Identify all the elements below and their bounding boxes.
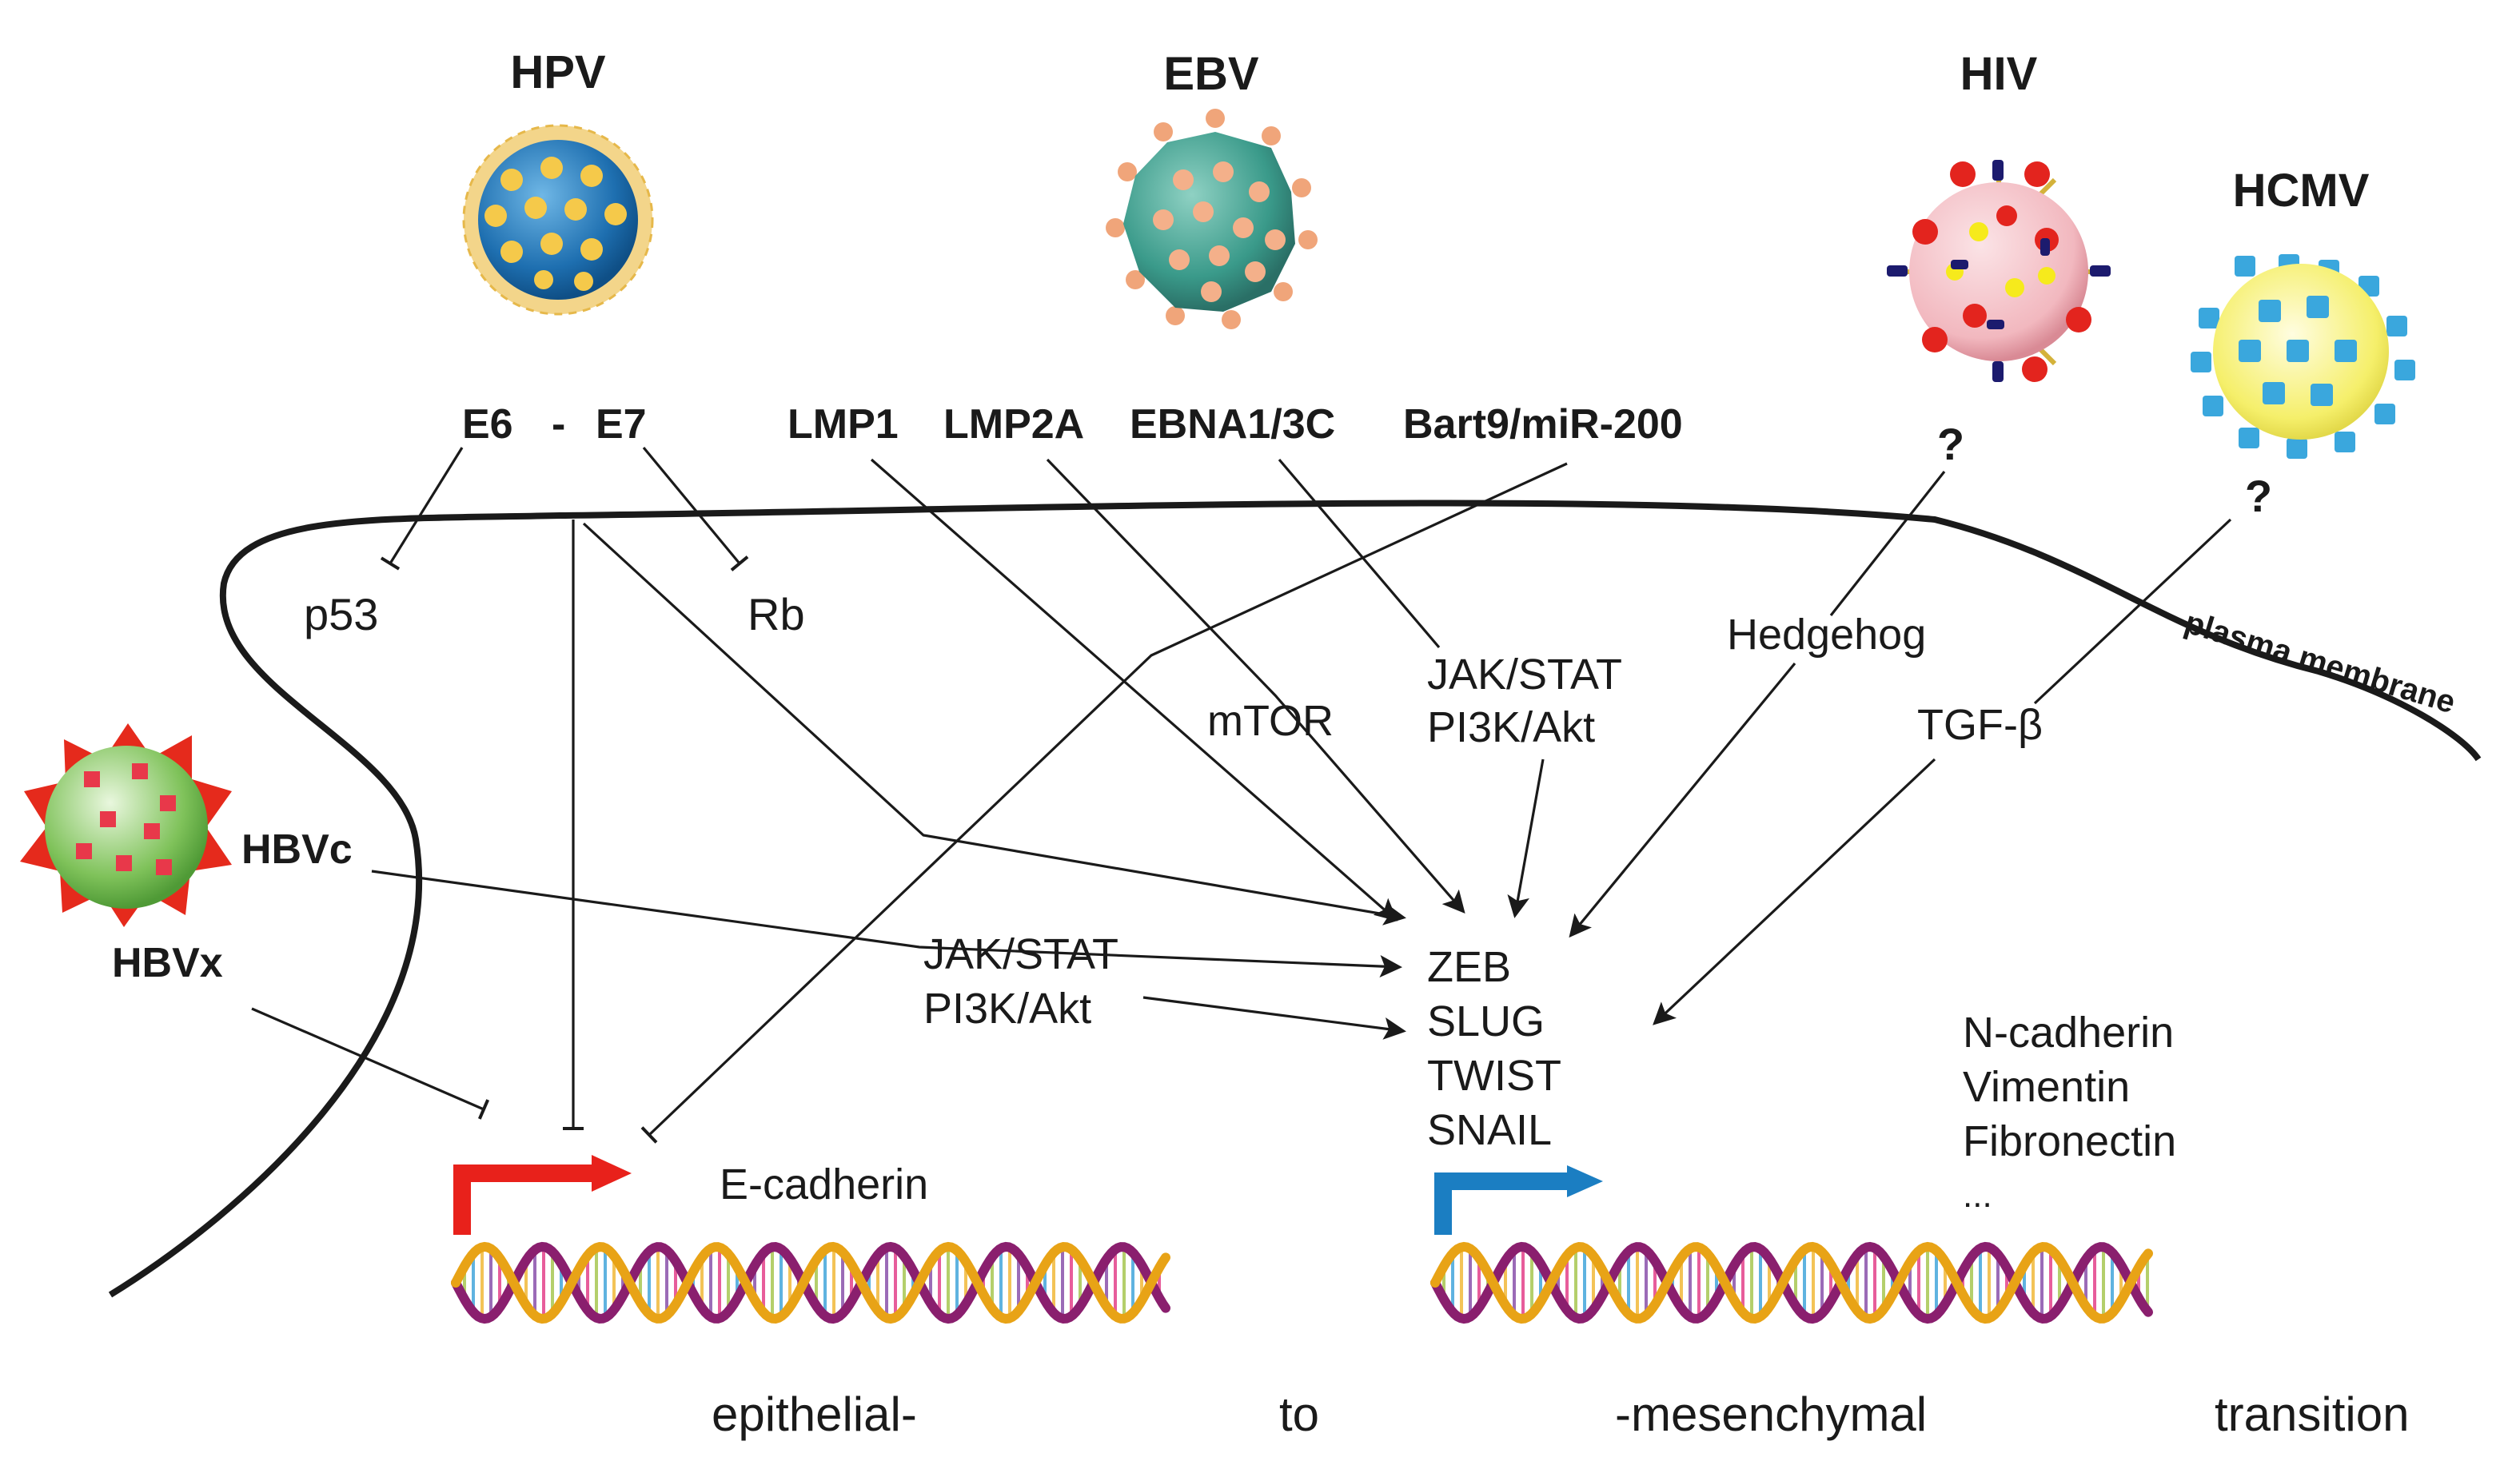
pi3k-ebv-label: PI3K/Akt — [1427, 703, 1595, 751]
p53-label: p53 — [304, 589, 378, 639]
ebv-virus-icon — [1106, 109, 1318, 329]
mesenchymal-promoter-icon — [1434, 1165, 1603, 1235]
edge-hiv-hedgehog — [1829, 471, 1946, 616]
mtor-label: mTOR — [1207, 697, 1334, 745]
tf-slug: SLUG — [1427, 997, 1545, 1045]
signaling-edges — [251, 446, 2232, 1144]
hiv-label: HIV — [1960, 48, 2038, 100]
edge-hcmv-tgf — [2033, 518, 2232, 705]
edge-hbvjak-slug — [1142, 996, 1406, 1040]
mesenchymal-gene-list: N-cadherin Vimentin Fibronectin ... — [1963, 1009, 2176, 1215]
tf-zeb: ZEB — [1427, 943, 1511, 991]
gene-more: ... — [1963, 1176, 1992, 1215]
hpv-virus-icon — [462, 124, 654, 316]
tf-twist: TWIST — [1427, 1052, 1561, 1100]
e7-label: E7 — [596, 401, 647, 448]
gene-n-cadherin: N-cadherin — [1963, 1009, 2174, 1057]
hcmv-virus-icon — [2191, 254, 2415, 459]
edge-hbvx-ecadherin — [251, 1007, 490, 1120]
edge-lmp2a-zeb — [1046, 458, 1465, 914]
hbv-virus-icon — [20, 723, 232, 927]
epithelial-dna-helix — [451, 1241, 1170, 1324]
edge-hedgehog-zeb — [1569, 662, 1796, 938]
hbvc-label: HBVc — [241, 826, 353, 873]
membrane-label: plasma membrane — [2180, 605, 2459, 721]
gene-fibronectin: Fibronectin — [1963, 1117, 2176, 1165]
edge-tgf-slug — [1653, 758, 1936, 1025]
emt-caption-transition: transition — [2215, 1387, 2409, 1441]
edge-hpv-zeb — [582, 522, 1406, 926]
edge-bart9-ecadherin — [640, 462, 1568, 1144]
rb-label: Rb — [748, 589, 805, 639]
hbvx-label: HBVx — [112, 940, 223, 986]
edge-e6-p53 — [380, 447, 464, 571]
dash-label: - — [552, 401, 565, 448]
e-cadherin-label: E-cadherin — [720, 1161, 928, 1208]
hcmv-label: HCMV — [2233, 165, 2370, 217]
tf-snail: SNAIL — [1427, 1106, 1552, 1154]
edge-jak-zeb — [1507, 758, 1545, 918]
bart9-label: Bart9/miR-200 — [1403, 401, 1683, 448]
mesenchymal-dna-helix — [1430, 1241, 2153, 1324]
hiv-unknown-mark: ? — [1937, 419, 1964, 469]
epithelial-promoter-icon — [453, 1155, 632, 1235]
edge-ebna-jak — [1278, 458, 1441, 649]
ebna-label: EBNA1/3C — [1130, 401, 1335, 448]
hpv-label: HPV — [510, 46, 606, 98]
edge-lmp1-zeb — [870, 458, 1398, 922]
e6-label: E6 — [462, 401, 513, 448]
hcmv-unknown-mark: ? — [2245, 471, 2272, 521]
lmp1-label: LMP1 — [788, 401, 899, 448]
hedgehog-label: Hedgehog — [1727, 611, 1926, 659]
pi3k-hbv-label: PI3K/Akt — [923, 985, 1091, 1033]
emt-caption-to: to — [1279, 1387, 1319, 1441]
gene-vimentin: Vimentin — [1963, 1063, 2130, 1111]
hiv-virus-icon — [1887, 160, 2111, 382]
emt-caption-mesenchymal: -mesenchymal — [1615, 1387, 1927, 1441]
emt-caption-epithelial: epithelial- — [712, 1387, 917, 1441]
lmp2a-label: LMP2A — [943, 401, 1084, 448]
transcription-factor-list: ZEB SLUG TWIST SNAIL — [1427, 943, 1561, 1154]
edge-e7-rb — [642, 446, 749, 571]
jak-stat-ebv-label: JAK/STAT — [1427, 651, 1622, 699]
edge-hbvc-zeb — [371, 870, 1402, 977]
ebv-label: EBV — [1163, 48, 1259, 100]
tgf-label: TGF-β — [1917, 701, 2043, 749]
